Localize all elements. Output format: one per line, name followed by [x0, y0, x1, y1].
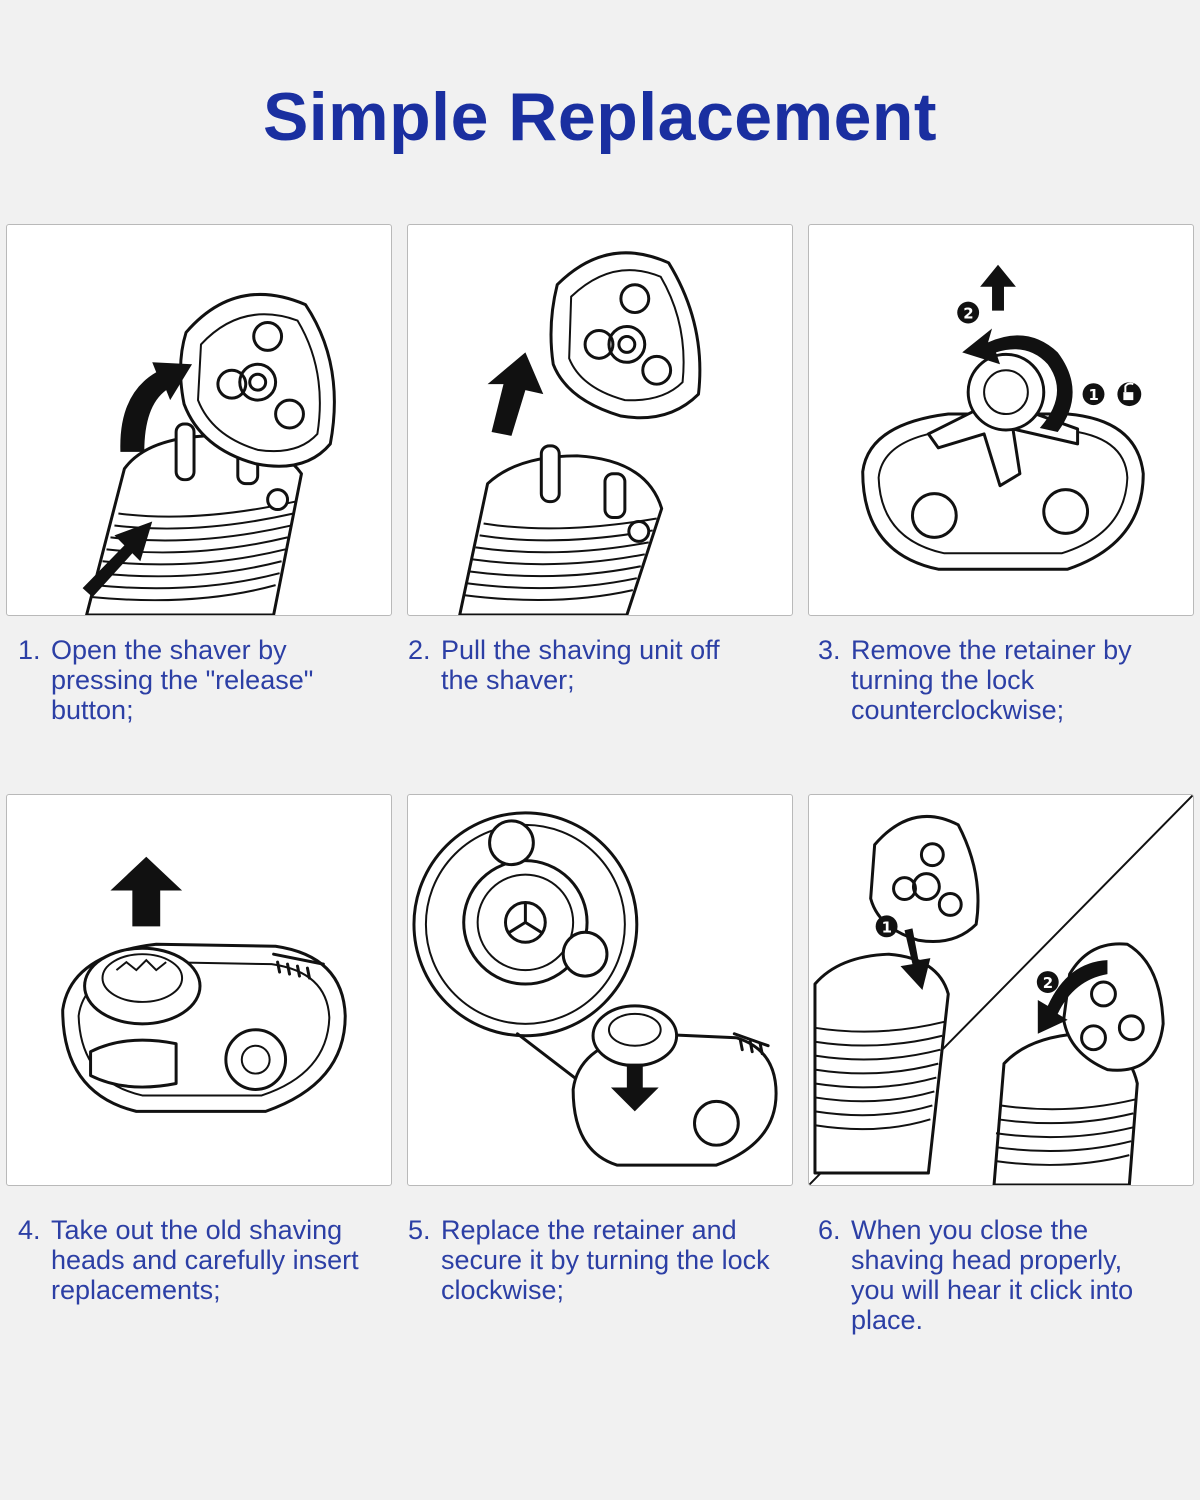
- step-text: Take out the old shaving heads and caref…: [51, 1215, 359, 1305]
- step-1-illustration: [6, 224, 392, 616]
- step-3-badge-1: 1: [1089, 386, 1099, 404]
- step-text: Pull the shaving unit off the shaver;: [441, 635, 720, 695]
- step-number: 4.: [18, 1215, 41, 1245]
- step-6-badge-2: 2: [1043, 974, 1053, 992]
- step-text: Replace the retainer and secure it by tu…: [441, 1215, 770, 1305]
- shaving-head-replace-icon: [61, 856, 347, 1113]
- step-3-illustration: 2 1: [808, 224, 1194, 616]
- step-6-illustration: 1 2: [808, 794, 1194, 1186]
- page-title: Simple Replacement: [262, 79, 938, 155]
- step-1-caption: 1. Open the shaver by pressing the "rele…: [18, 635, 390, 725]
- step-6-badge-1: 1: [882, 918, 892, 936]
- step-number: 3.: [818, 635, 841, 665]
- step-5-caption: 5. Replace the retainer and secure it by…: [408, 1215, 780, 1305]
- step-text: When you close the shaving head properly…: [851, 1215, 1134, 1335]
- shaver-close-icon: 1 2: [809, 795, 1193, 1185]
- retainer-remove-icon: 2 1: [861, 264, 1145, 571]
- step-text: Remove the retainer by turning the lock …: [851, 635, 1132, 725]
- retainer-secure-icon: [412, 811, 778, 1167]
- step-text: Open the shaver by pressing the "release…: [51, 635, 314, 725]
- step-4-caption: 4. Take out the old shaving heads and ca…: [18, 1215, 390, 1305]
- shaver-open-icon: [82, 292, 336, 615]
- step-2-illustration: [407, 224, 793, 616]
- step-4-illustration: [6, 794, 392, 1186]
- step-2-caption: 2. Pull the shaving unit off the shaver;: [408, 635, 780, 695]
- step-3-badge-2: 2: [963, 305, 973, 323]
- step-3-caption: 3. Remove the retainer by turning the lo…: [818, 635, 1190, 725]
- step-5-illustration: [407, 794, 793, 1186]
- step-6-caption: 6. When you close the shaving head prope…: [818, 1215, 1190, 1335]
- step-number: 5.: [408, 1215, 431, 1245]
- step-number: 1.: [18, 635, 41, 665]
- step-number: 2.: [408, 635, 431, 665]
- step-number: 6.: [818, 1215, 841, 1245]
- shaver-pull-unit-icon: [458, 251, 702, 615]
